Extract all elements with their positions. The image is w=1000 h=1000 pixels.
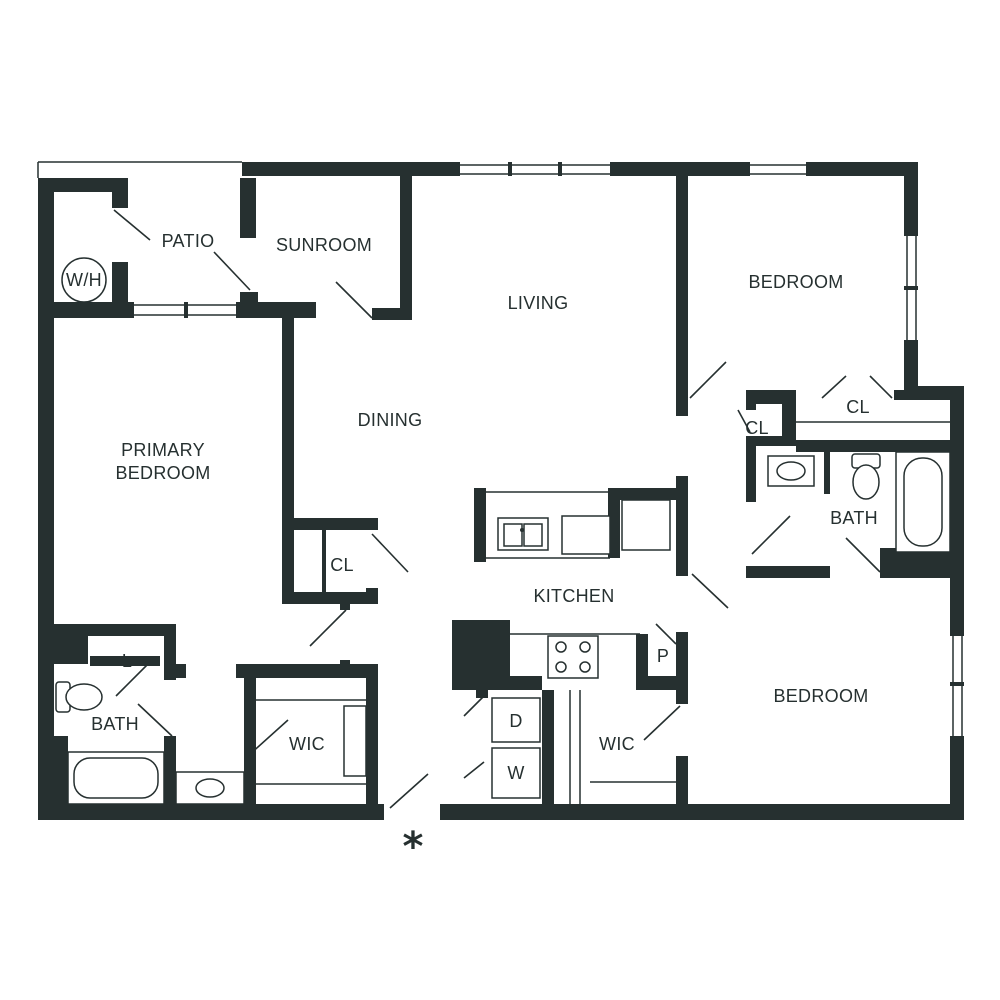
bedroom-top-door[interactable] (689, 361, 727, 399)
refrigerator (621, 499, 671, 551)
bath-right-tub (895, 451, 951, 553)
entry-marker: * (403, 824, 424, 870)
exterior-walls (37, 161, 964, 820)
patio-sunroom-door[interactable] (213, 251, 251, 291)
bedroom-top-closet-door-a[interactable] (821, 375, 847, 399)
label-primary-bedroom-1: PRIMARY (121, 440, 205, 460)
label-dining: DINING (358, 410, 423, 430)
bath-right-walls (746, 446, 950, 578)
label-closet-small: CL (745, 418, 769, 438)
sunroom-door[interactable] (335, 281, 373, 319)
kitchen-walls (452, 476, 688, 806)
label-patio: PATIO (162, 231, 215, 251)
dishwasher (561, 515, 611, 555)
bedroom-top-walls (676, 176, 950, 452)
label-bath-left: BATH (91, 714, 139, 734)
primary-bath-door[interactable] (137, 703, 173, 737)
bedroom-bottom-door[interactable] (691, 573, 729, 609)
bath-right-door-b[interactable] (845, 537, 881, 573)
label-dryer: D (509, 711, 522, 731)
label-primary-bedroom-2: BEDROOM (115, 463, 210, 483)
primary-bath-walls (54, 624, 378, 806)
living-window (460, 162, 610, 176)
linen-door[interactable] (115, 661, 151, 697)
pantry-door[interactable] (655, 623, 677, 645)
label-washer: W (507, 763, 524, 783)
bedroom-bottom-window (950, 636, 964, 736)
primary-bath-sink (175, 771, 245, 805)
sunroom-walls (372, 176, 412, 320)
laundry (491, 697, 541, 799)
bedroom-top-window (750, 164, 806, 175)
dining-walls (282, 318, 378, 610)
label-bedroom-bottom: BEDROOM (773, 686, 868, 706)
laundry-door-a[interactable] (463, 695, 485, 717)
water-heater: W/H (61, 257, 107, 303)
label-water-heater: W/H (66, 270, 102, 290)
bedroom-top-side-window (904, 236, 918, 340)
patio-door[interactable] (113, 209, 151, 241)
bath-right-door-a[interactable] (751, 515, 791, 555)
small-closet-door[interactable] (737, 409, 751, 433)
entry-door[interactable] (389, 773, 429, 809)
patio-walls (38, 178, 316, 318)
label-pantry: P (657, 646, 669, 666)
label-wic-left: WIC (289, 734, 325, 754)
bath-right-toilet (851, 453, 881, 500)
label-living: LIVING (508, 293, 569, 313)
kitchen-sink (497, 517, 549, 551)
primary-bath-toilet (55, 681, 103, 713)
label-wic-right: WIC (599, 734, 635, 754)
dining-closet-door[interactable] (371, 533, 409, 573)
wic-right-walls (569, 690, 688, 806)
label-kitchen: KITCHEN (533, 586, 614, 606)
label-closet-dining: CL (330, 555, 354, 575)
label-linen: L (122, 651, 132, 671)
primary-bath-tub (67, 751, 165, 805)
label-bath-right: BATH (830, 508, 878, 528)
laundry-door-b[interactable] (463, 761, 485, 779)
wic-left-door[interactable] (247, 719, 289, 757)
bedroom-top-closet-door-b[interactable] (869, 375, 893, 399)
wic-right-door[interactable] (643, 705, 681, 741)
label-closet-top-right: CL (846, 397, 870, 417)
label-bedroom-top: BEDROOM (748, 272, 843, 292)
primary-bedroom-door[interactable] (309, 609, 347, 647)
label-sunroom: SUNROOM (276, 235, 372, 255)
stove (547, 635, 599, 679)
